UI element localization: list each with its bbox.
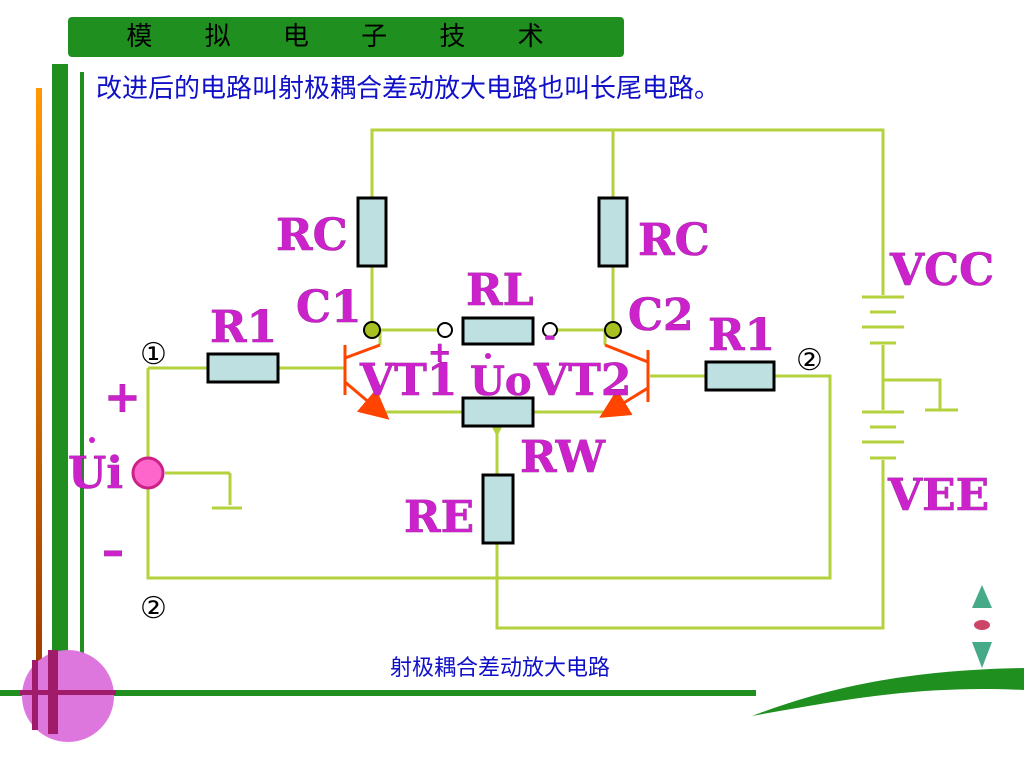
ui-dot-mark bbox=[89, 437, 95, 443]
header-title: 模 拟 电 子 技 术 bbox=[126, 22, 566, 52]
subtitle: 改进后的电路叫射极耦合差动放大电路也叫长尾电路。 bbox=[96, 74, 721, 104]
label-rc-right: RC bbox=[638, 215, 710, 266]
label-re: RE bbox=[404, 492, 474, 543]
label-minus: – bbox=[102, 525, 124, 576]
label-vcc: VCC bbox=[889, 245, 994, 296]
left-orange-bar bbox=[36, 88, 42, 728]
label-r1-right: R1 bbox=[708, 310, 775, 361]
diagram-caption: 射极耦合差动放大电路 bbox=[390, 656, 611, 681]
label-c1: C1 bbox=[296, 282, 362, 333]
label-rl: RL bbox=[466, 265, 534, 316]
decorative-circle-icon bbox=[20, 650, 116, 742]
label-rc-left: RC bbox=[276, 210, 348, 261]
node-c2 bbox=[604, 321, 622, 339]
nodes bbox=[131, 321, 622, 490]
label-node-1: ① bbox=[140, 337, 167, 372]
dot-icon[interactable] bbox=[974, 620, 990, 630]
label-minus-small: - bbox=[544, 319, 556, 352]
label-node-2-right: ② bbox=[796, 343, 823, 378]
node-uo-plus bbox=[437, 322, 453, 338]
label-vt1: VT1 bbox=[359, 355, 458, 406]
uo-dot-mark bbox=[485, 353, 491, 359]
label-rw: RW bbox=[520, 432, 606, 483]
left-green-bar bbox=[52, 64, 68, 728]
transistors bbox=[343, 343, 650, 420]
node-c1 bbox=[363, 321, 381, 339]
label-node-2-bottom: ② bbox=[140, 591, 167, 626]
input-source-icon bbox=[131, 456, 165, 490]
label-vt2: VT2 bbox=[533, 355, 632, 406]
r1-right-resistor bbox=[704, 360, 776, 392]
rw-resistor bbox=[461, 396, 535, 428]
label-r1-left: R1 bbox=[210, 302, 277, 353]
battery-symbol bbox=[862, 295, 904, 460]
label-uo: Uo bbox=[470, 358, 532, 405]
rc-right-resistor bbox=[597, 196, 629, 268]
label-plus-small: + bbox=[428, 336, 451, 369]
label-vee: VEE bbox=[887, 470, 989, 521]
leaf-decoration bbox=[752, 668, 1024, 716]
rc-left-resistor bbox=[356, 196, 388, 268]
rl-resistor bbox=[461, 316, 535, 346]
bottom-green-bar bbox=[0, 690, 756, 696]
triangle-up-icon[interactable] bbox=[972, 585, 992, 608]
node-uo-minus bbox=[542, 322, 558, 338]
triangle-down-icon[interactable] bbox=[972, 642, 992, 668]
label-plus: + bbox=[104, 372, 141, 423]
label-c2: C2 bbox=[628, 290, 694, 341]
left-thin-bar bbox=[80, 72, 84, 672]
re-resistor bbox=[481, 473, 515, 545]
label-ui: Ui bbox=[68, 448, 123, 499]
r1-left-resistor bbox=[206, 352, 280, 384]
resistors bbox=[206, 196, 776, 545]
header-banner: 模 拟 电 子 技 术 bbox=[68, 17, 624, 57]
